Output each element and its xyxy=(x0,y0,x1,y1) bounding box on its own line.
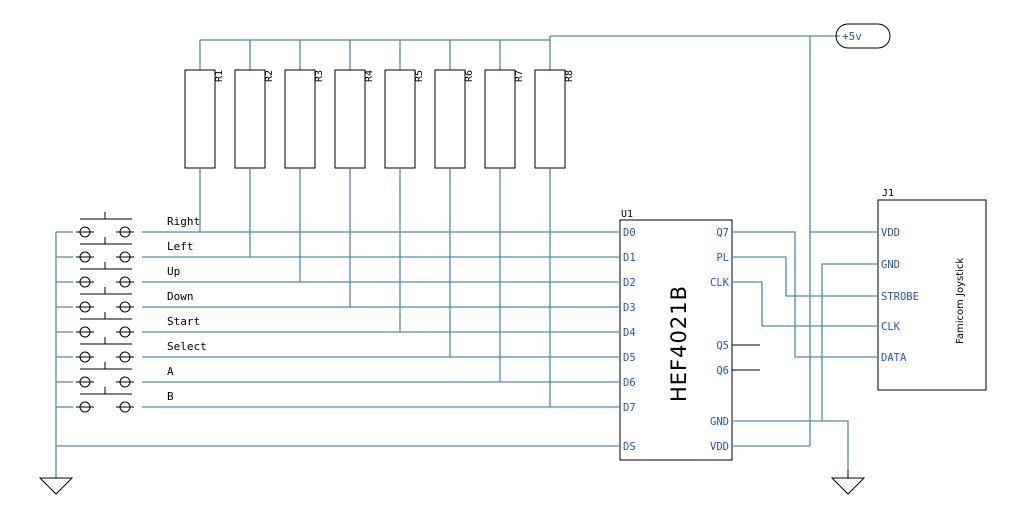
pin-label: VDD xyxy=(881,227,900,239)
chip-ref: U1 xyxy=(621,209,633,220)
power-wiring xyxy=(199,35,840,446)
pin-label: GND xyxy=(710,416,729,428)
pin-label: CLK xyxy=(881,321,901,333)
button-a: A xyxy=(56,362,600,388)
resistor-label: R5 xyxy=(414,70,425,82)
button-select: Select xyxy=(56,337,600,363)
resistor-r3: R3 xyxy=(284,69,325,282)
button-label: Up xyxy=(167,265,180,278)
pin-label: D7 xyxy=(623,402,636,414)
button-label: Down xyxy=(167,290,194,303)
resistor-label: R2 xyxy=(264,70,275,82)
button-b: B xyxy=(56,387,600,413)
resistor-label: R6 xyxy=(464,70,475,82)
resistor-label: R3 xyxy=(314,70,325,82)
pin-label: PL xyxy=(716,252,729,264)
pin-label: D3 xyxy=(623,302,636,314)
chip-u1: U1 HEF4021B D0 D1 D2 D3 D4 D5 D6 D7 DS xyxy=(600,209,760,461)
resistor-label: R8 xyxy=(564,70,575,82)
pin-label: D4 xyxy=(623,327,636,339)
button-right: Right xyxy=(56,212,600,238)
resistor-r6: R6 xyxy=(434,69,475,357)
power-label: +5v xyxy=(842,30,862,43)
signal-wiring xyxy=(760,231,860,470)
pin-label: DS xyxy=(623,441,636,453)
button-label: Select xyxy=(167,340,207,353)
resistor-r1: R1 xyxy=(184,69,225,232)
ground-icon xyxy=(830,470,866,495)
connector-j1: J1 Famicom Joystick VDD GND STROBE CLK D… xyxy=(860,188,987,391)
resistor-label: R7 xyxy=(514,70,525,82)
chip-name: HEF4021B xyxy=(667,285,691,402)
pin-label: D0 xyxy=(623,227,636,239)
button-array: Right Left Up xyxy=(56,212,600,413)
resistor-r4: R4 xyxy=(334,69,375,307)
resistor-array: R1 R2 R3 R4 R5 R6 R7 xyxy=(184,69,575,407)
button-label: A xyxy=(167,365,174,378)
resistor-label: R4 xyxy=(364,70,375,82)
resistor-r7: R7 xyxy=(484,69,525,382)
connector-name: Famicom Joystick xyxy=(955,258,966,344)
resistor-r2: R2 xyxy=(234,69,275,257)
connector-ref: J1 xyxy=(882,188,894,199)
pin-label: GND xyxy=(881,259,900,271)
chip-left-pins: D0 D1 D2 D3 D4 D5 D6 D7 DS xyxy=(600,227,636,453)
button-start: Start xyxy=(56,312,600,338)
resistor-r5: R5 xyxy=(384,69,425,332)
button-up: Up xyxy=(56,262,600,288)
button-label: B xyxy=(167,390,174,403)
button-left: Left xyxy=(56,237,600,263)
ground-icon xyxy=(38,477,74,495)
chip-right-pins: Q7 PL CLK Q5 Q6 GND VDD xyxy=(710,227,760,453)
button-label: Start xyxy=(167,315,200,328)
pin-label: D5 xyxy=(623,352,636,364)
pin-label: D1 xyxy=(623,252,636,264)
pin-label: Q6 xyxy=(716,365,729,377)
button-label: Right xyxy=(167,215,200,228)
pin-label: DATA xyxy=(881,352,907,364)
button-down: Down xyxy=(56,287,600,313)
pin-label: Q7 xyxy=(716,227,729,239)
resistor-label: R1 xyxy=(214,70,225,82)
pin-label: VDD xyxy=(710,441,729,453)
pin-label: D6 xyxy=(623,377,636,389)
power-symbol: +5v xyxy=(835,23,891,49)
resistor-r8: R8 xyxy=(534,69,575,407)
pin-label: STROBE xyxy=(881,291,919,303)
pin-label: CLK xyxy=(710,277,730,289)
button-label: Left xyxy=(167,240,194,253)
ground-rail-left xyxy=(55,232,600,478)
pin-label: Q5 xyxy=(716,340,729,352)
pin-label: D2 xyxy=(623,277,636,289)
